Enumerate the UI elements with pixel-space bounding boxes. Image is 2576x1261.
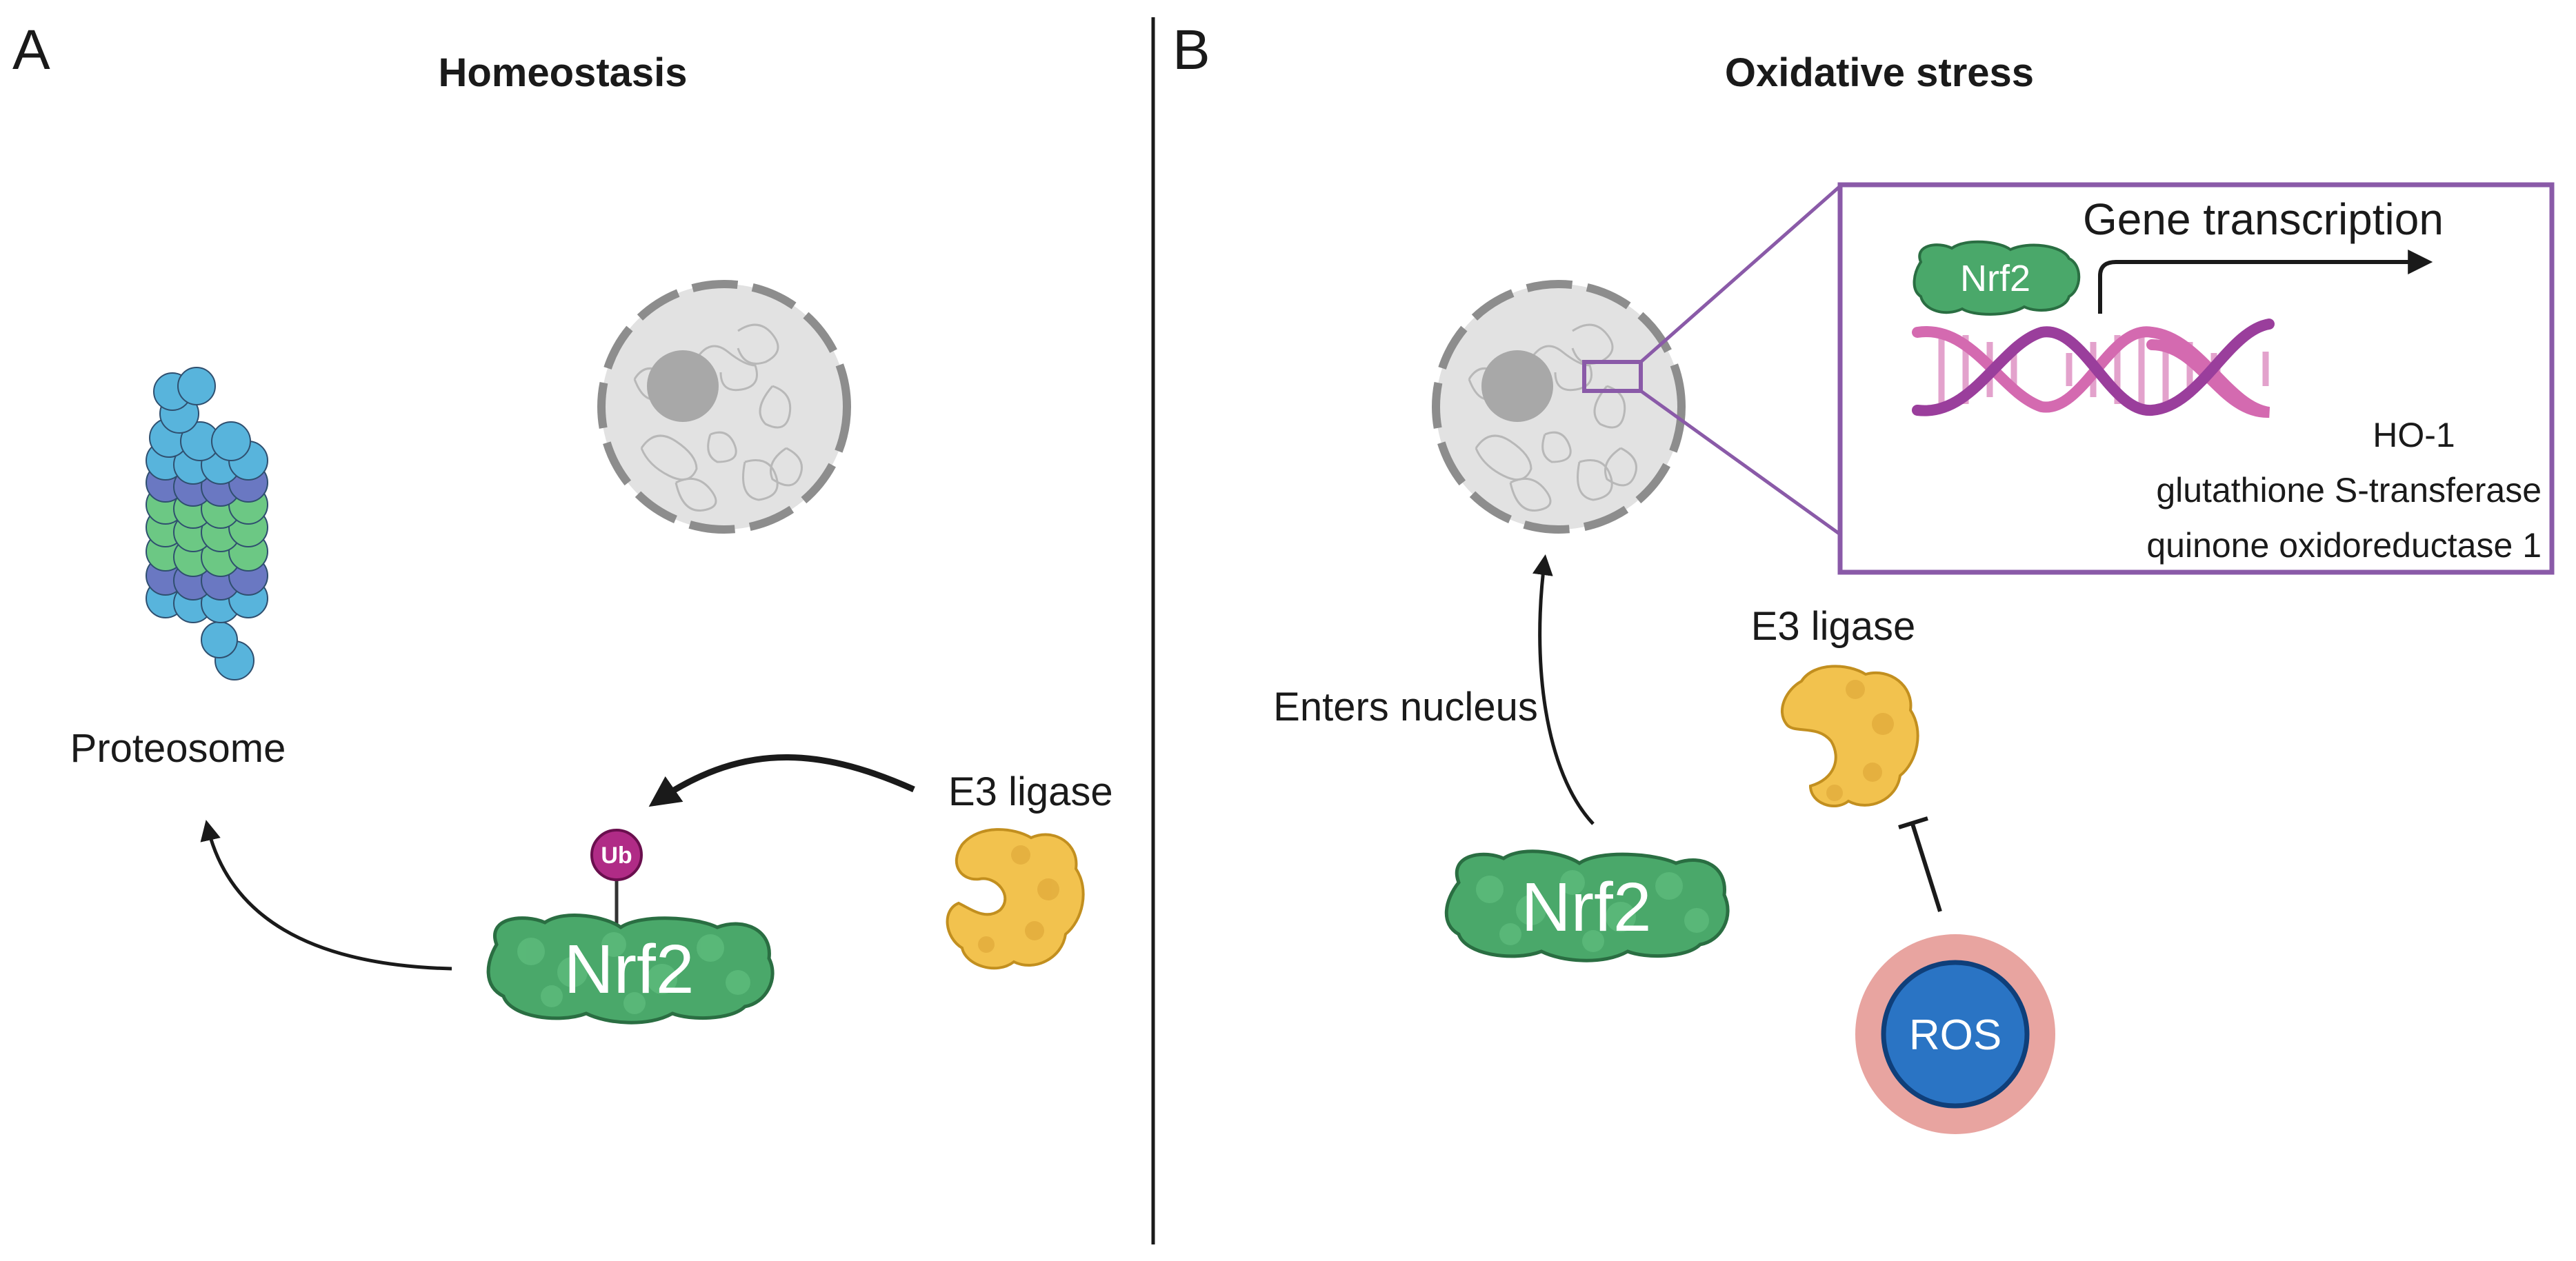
e3-ligase-a — [946, 828, 1085, 970]
proteosome — [146, 367, 268, 680]
nucleus-a — [601, 284, 847, 529]
nrf2-label-a: Nrf2 — [564, 931, 695, 1008]
proteosome-label: Proteosome — [70, 726, 286, 771]
inset-nrf2-label: Nrf2 — [1960, 258, 2030, 299]
nrf2-protein-a: Nrf2 — [486, 914, 775, 1025]
nucleus-b — [1436, 284, 1681, 529]
nrf2-protein-b: Nrf2 — [1444, 849, 1730, 962]
panel-a-title: Homeostasis — [438, 50, 687, 95]
zoom-line-top — [1639, 185, 1841, 363]
ubiquitination-arrow — [648, 754, 915, 807]
e3-ligase-label-b: E3 ligase — [1751, 604, 1916, 649]
transcription-arrow — [2098, 250, 2433, 314]
ros-label: ROS — [1909, 1011, 2001, 1059]
ub-label: Ub — [601, 843, 632, 869]
panel-b-letter: B — [1172, 19, 1210, 81]
gene-item-ho1: HO-1 — [2373, 416, 2455, 454]
panel-a: A Homeostasis — [12, 19, 1113, 1025]
e3-ligase-label-a: E3 ligase — [948, 769, 1113, 814]
ros-molecule: ROS — [1855, 934, 2055, 1134]
gene-item-gst: glutathione S-transferase — [2156, 471, 2542, 510]
panel-b-title: Oxidative stress — [1725, 50, 2034, 95]
inset-nrf2: Nrf2 — [1913, 240, 2081, 316]
panel-b: B Oxidative stress Nrf2 — [1172, 19, 2555, 1134]
enters-nucleus-arrow — [1532, 554, 1595, 825]
panel-a-letter: A — [12, 19, 50, 81]
gene-item-nqo1: quinone oxidoreductase 1 — [2146, 526, 2542, 565]
enters-nucleus-label: Enters nucleus — [1273, 685, 1538, 729]
inhibition-bar — [1898, 816, 1928, 829]
nrf2-label-b: Nrf2 — [1521, 869, 1652, 946]
gene-transcription-label: Gene transcription — [2083, 194, 2444, 244]
degradation-arrow — [200, 820, 452, 971]
inhibition-line — [1910, 823, 1942, 912]
zoom-region — [1582, 360, 1643, 393]
e3-ligase-b — [1780, 665, 1919, 808]
zoom-line-bottom — [1639, 389, 1841, 536]
ub-bead: Ub — [590, 829, 643, 881]
dna-helix — [1912, 319, 2275, 418]
